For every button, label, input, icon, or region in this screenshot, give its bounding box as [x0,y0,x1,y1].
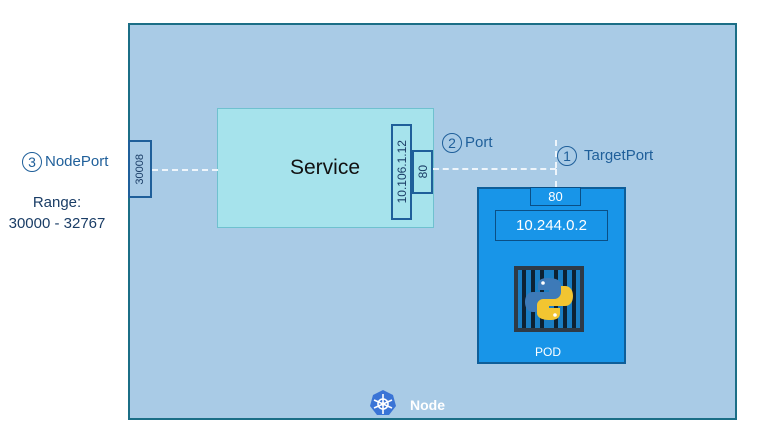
nodeport-number-circle: 3 [22,152,42,172]
service-cluster-ip: 10.106.1.12 [394,140,409,204]
service-to-pod-line-vertical [555,169,557,187]
service-port-box: 80 [412,150,433,194]
port-number-circle: 2 [442,133,462,153]
nodeport-range-title: Range: [32,194,82,211]
nodeport-to-service-line [152,169,218,171]
targetport-number-circle: 1 [557,146,577,166]
nodeport-range-value: 30000 - 32767 [8,215,106,232]
kubernetes-wheel-icon [370,390,396,415]
pod-port: 80 [530,187,581,206]
pod-box [477,187,626,364]
service-to-pod-line-horizontal [433,168,556,170]
pod-label: POD [535,345,562,359]
node-label: Node [410,397,445,413]
nodeport-range: Range: 30000 - 32767 [0,192,114,234]
nodeport-box: 30008 [128,140,152,198]
service-label: Service [290,156,361,179]
pod-ip: 10.244.0.2 [495,210,608,241]
service-cluster-ip-box: 10.106.1.12 [391,124,412,220]
nodeport-value: 30008 [134,153,146,185]
port-label: Port [465,134,493,151]
service-port: 80 [415,165,430,179]
targetport-label: TargetPort [584,147,654,164]
targetport-connector-line [555,140,557,168]
nodeport-label: NodePort [45,153,109,170]
python-icon [514,266,584,332]
